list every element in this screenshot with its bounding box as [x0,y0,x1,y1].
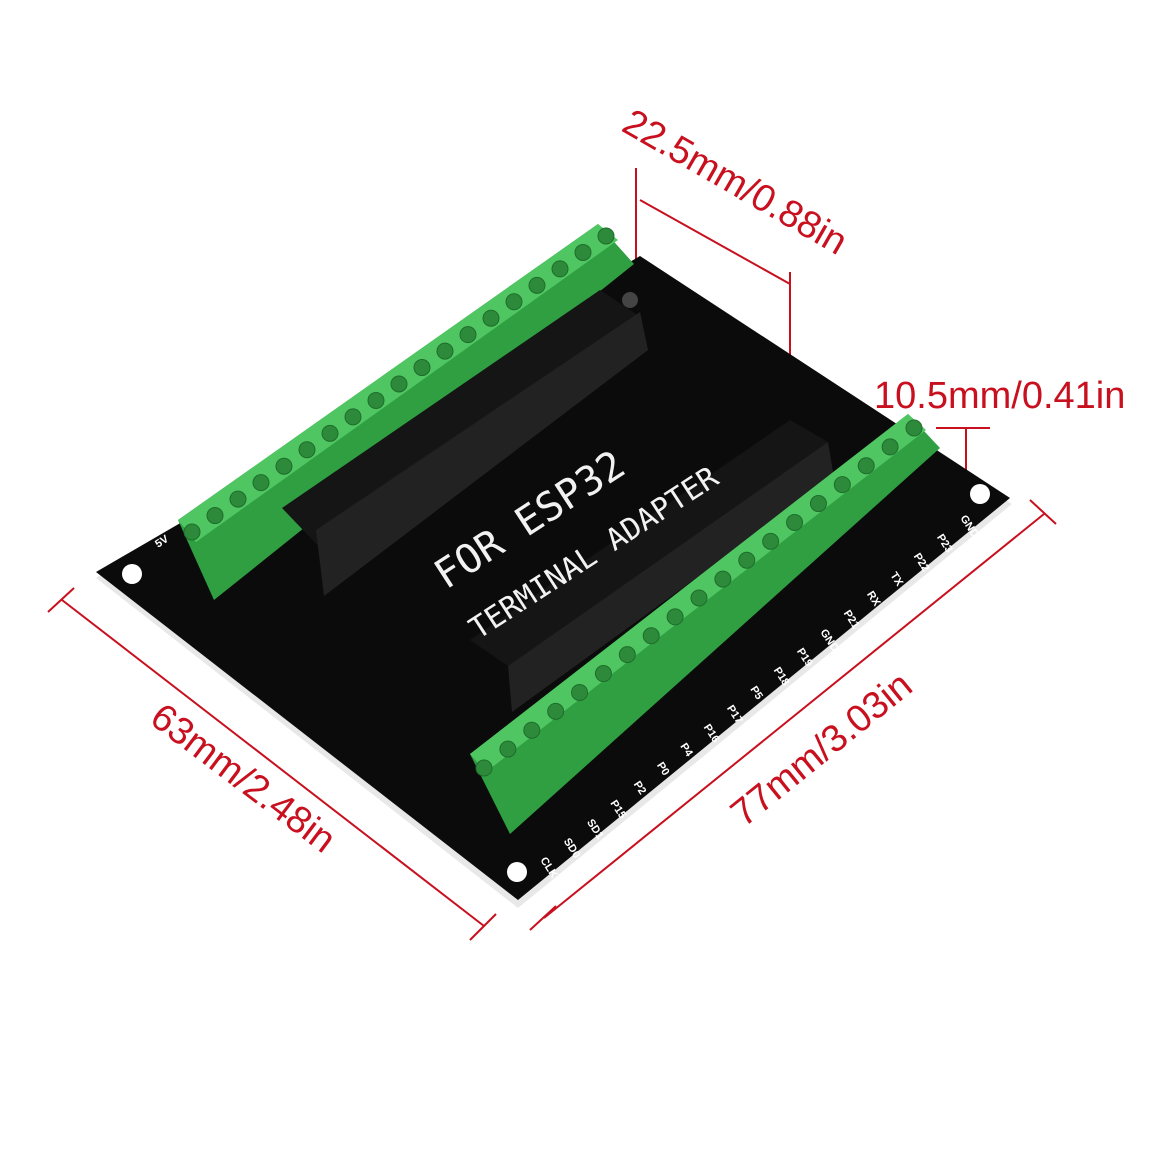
terminal-screw [390,375,408,393]
right-female-header [470,420,834,712]
terminal-screw [229,490,247,508]
mount-hole [122,564,142,584]
terminal-screw [905,419,923,437]
height-dimension-label: 22.5mm/0.88in [616,101,855,263]
terminal-screw [344,408,362,426]
terminal-screw [738,551,756,569]
terminal-screw [762,532,780,550]
terminal-screw [597,227,615,245]
terminal-screw [881,438,899,456]
left-female-header [282,290,648,596]
terminal-screw [523,721,541,739]
terminal-screw [618,646,636,664]
terminal-screw [551,260,569,278]
terminal-screw [475,759,493,777]
terminal-screw [252,474,270,492]
terminal-screw [367,391,385,409]
terminal-dimension-label: 10.5mm/0.41in [874,375,1125,417]
terminal-screw [857,457,875,475]
terminal-screw [436,342,454,360]
terminal-screw [809,495,827,513]
terminal-screw [594,665,612,683]
terminal-screw [298,441,316,459]
mount-hole [970,484,990,504]
terminal-screw [413,359,431,377]
terminal-screw [571,683,589,701]
terminal-screw [482,309,500,327]
terminal-screw [528,276,546,294]
mount-hole [507,862,527,882]
right-terminal-block [470,414,940,834]
terminal-screw [505,293,523,311]
terminal-screw [833,476,851,494]
terminal-screw [183,523,201,541]
terminal-screw [666,608,684,626]
terminal-screw [459,326,477,344]
terminal-screw [786,513,804,531]
terminal-screw [275,457,293,475]
terminal-screw [642,627,660,645]
terminal-screw [321,424,339,442]
terminal-screw [574,243,592,261]
terminal-screw [547,702,565,720]
terminal-screw [714,570,732,588]
terminal-screw [499,740,517,758]
mount-hole [622,292,638,308]
terminal-screw [690,589,708,607]
terminal-screw [206,507,224,525]
